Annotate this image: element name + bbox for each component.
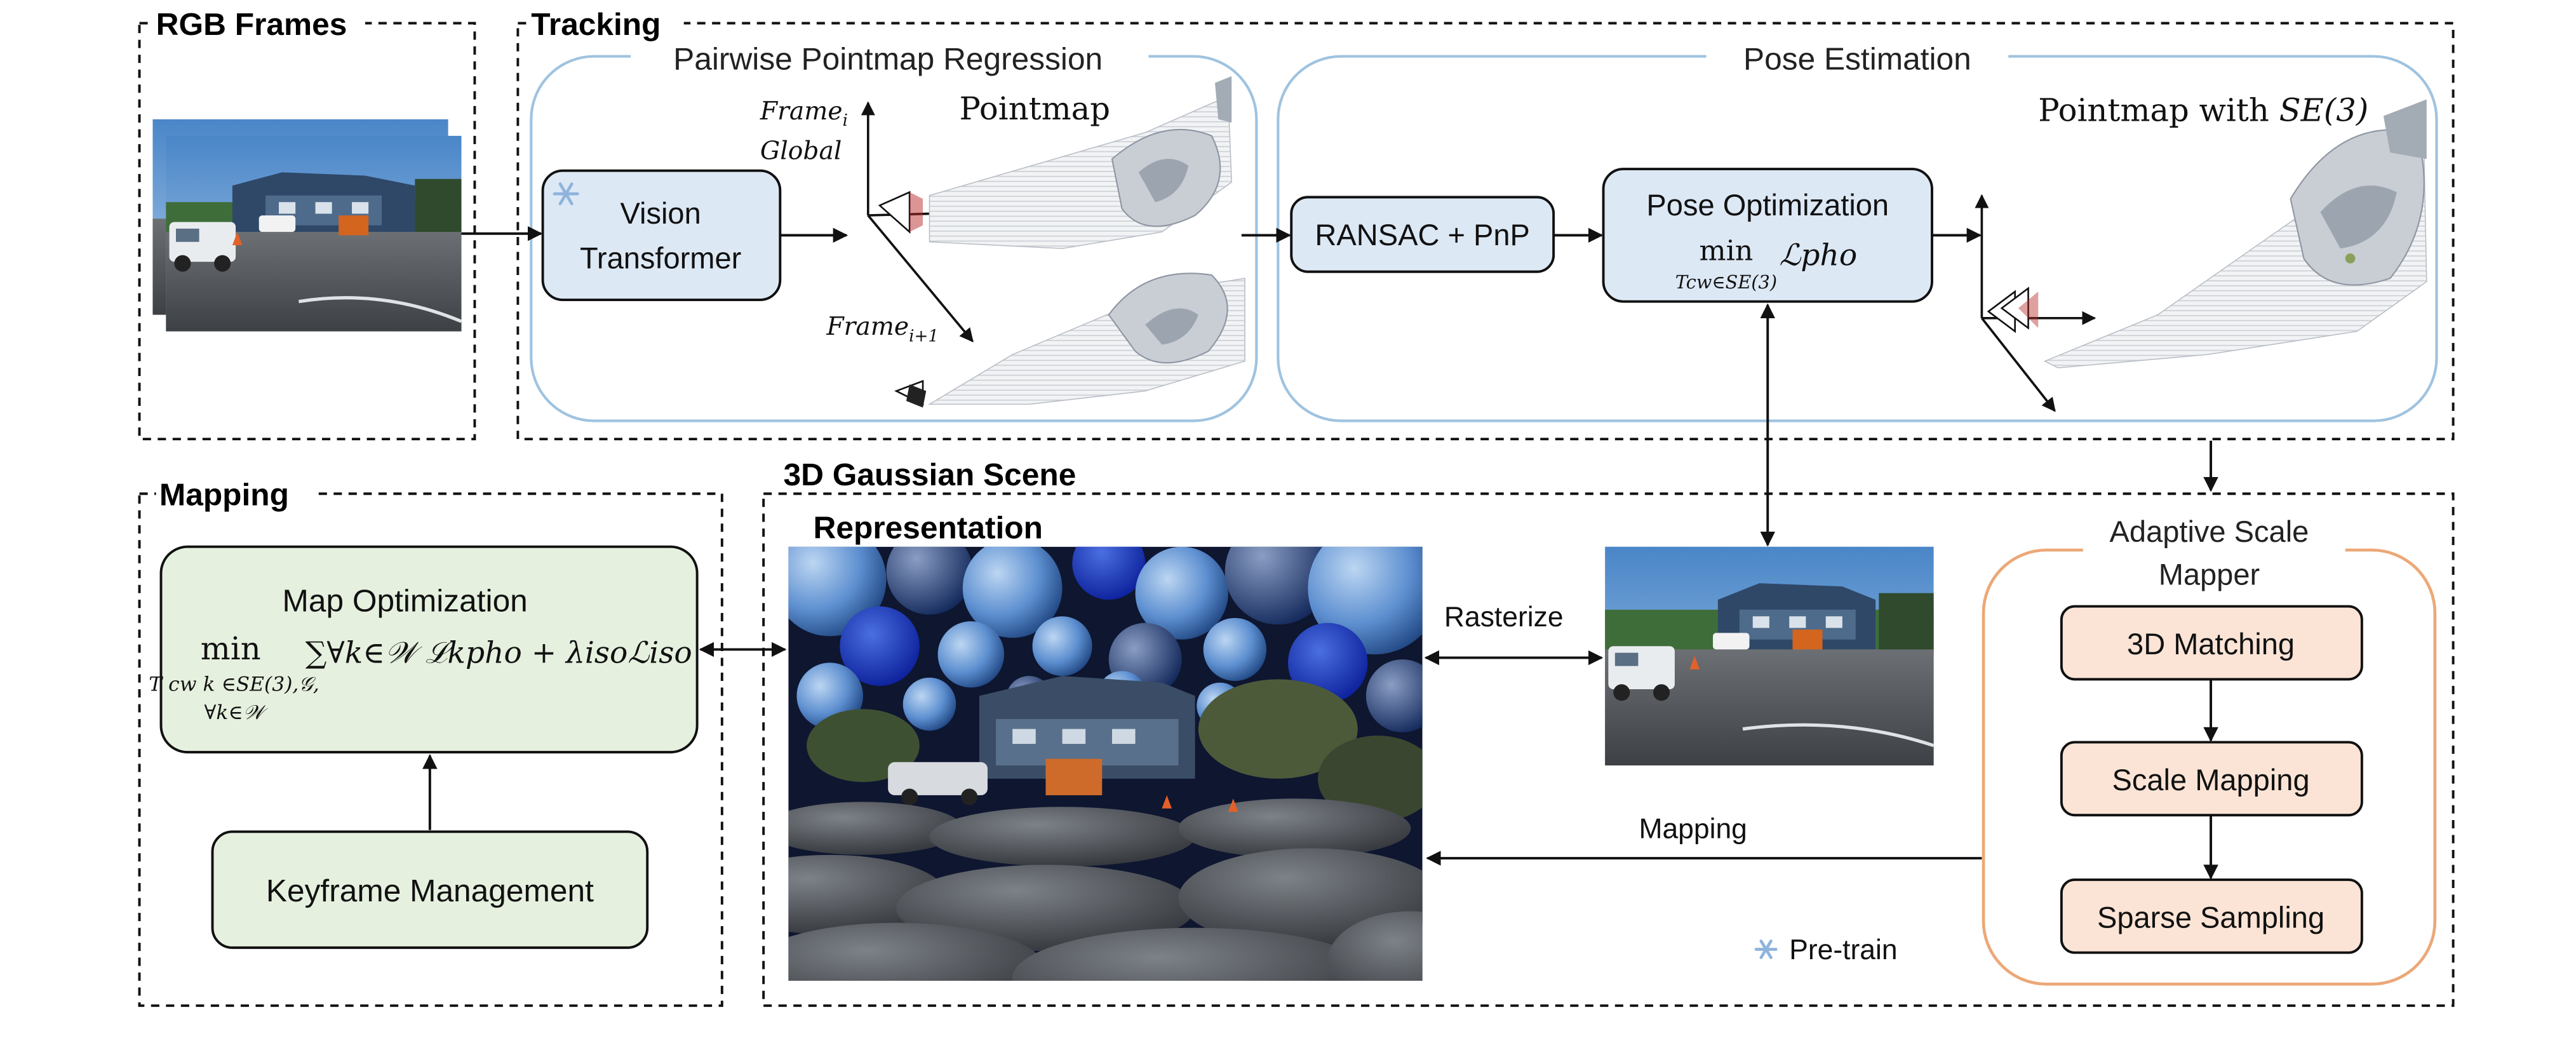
pairwise-title: Pairwise Pointmap Regression [673, 41, 1103, 77]
mapping-arrow-label: Mapping [1639, 814, 1747, 845]
pointmap-se3-image [2043, 99, 2427, 368]
map-optimization-box: Map Optimization min T cw k ∈SE(3),𝒢, ∀k… [149, 545, 699, 754]
rgb-frames-images [152, 119, 462, 332]
svg-text:Transformer: Transformer [580, 241, 741, 275]
svg-text:min: min [201, 630, 261, 667]
pretrain-legend: Pre-train [1754, 934, 1898, 966]
gaussian-scene-image [788, 546, 1423, 981]
tracking-panel: Tracking [516, 4, 2455, 441]
rgb-frame-image [166, 135, 462, 332]
svg-text:Pose Optimization: Pose Optimization [1646, 188, 1889, 222]
svg-text:Pre-train: Pre-train [1789, 934, 1897, 966]
pointmap-frame-i-image [929, 76, 1232, 250]
pose-optimization-box: Pose Optimization min Tcw∈SE(3) ℒpho [1602, 168, 1933, 303]
svg-text:Scale Mapping: Scale Mapping [2112, 763, 2309, 797]
svg-text:Keyframe Management: Keyframe Management [266, 873, 594, 908]
svg-text:∑∀k∈𝒲 ℒkpho + λisoℒiso: ∑∀k∈𝒲 ℒkpho + λisoℒiso [305, 635, 692, 670]
pointmap-se3-label: Pointmap with SE(3) [2038, 91, 2368, 128]
mapping-panel: Mapping [138, 475, 723, 1007]
connector-arrows [422, 226, 2218, 880]
global-label: Global [760, 137, 842, 165]
pose-estimation-title: Pose Estimation [1743, 41, 1971, 77]
gaussian-scene-panel: 3D Gaussian Scene Representation [762, 455, 2455, 1007]
svg-text:ℒpho: ℒpho [1780, 238, 1858, 273]
frame-i-label: Framei [760, 97, 848, 130]
rgb-frames-panel: RGB Frames [138, 4, 476, 441]
adaptive-scale-mapper-title-2: Mapper [2159, 558, 2260, 591]
rasterize-label: Rasterize [1444, 602, 1564, 633]
mapping-title: Mapping [159, 477, 289, 513]
svg-text:T cw k ∈SE(3),𝒢,: T cw k ∈SE(3),𝒢, [149, 673, 319, 696]
rendered-view-image [1605, 546, 1935, 765]
keyframe-management-box: Keyframe Management [211, 830, 649, 949]
sparse-sampling-box: Sparse Sampling [2060, 878, 2363, 954]
pointmap-se3-axes [1975, 194, 2096, 412]
gaussian-title-line1: 3D Gaussian Scene [784, 457, 1077, 492]
frame-i1-label: Framei+1 [826, 313, 939, 346]
rgb-frames-title: RGB Frames [156, 6, 347, 42]
svg-text:Map Optimization: Map Optimization [283, 582, 528, 618]
svg-text:Tcw∈SE(3): Tcw∈SE(3) [1675, 271, 1777, 293]
scale-mapping-box: Scale Mapping [2060, 741, 2363, 817]
svg-text:min: min [1699, 235, 1753, 267]
svg-text:Sparse Sampling: Sparse Sampling [2097, 901, 2324, 934]
snowflake-icon [553, 182, 579, 206]
ransac-pnp-box: RANSAC + PnP [1290, 196, 1555, 273]
svg-text:∀k∈𝒲: ∀k∈𝒲 [205, 701, 269, 724]
svg-text:Vision: Vision [621, 196, 701, 230]
pointmap-label: Pointmap [960, 90, 1111, 127]
vision-transformer-box: Vision Transformer [541, 169, 782, 302]
adaptive-scale-mapper-title-1: Adaptive Scale [2110, 515, 2309, 548]
tracking-title: Tracking [531, 6, 661, 42]
snowflake-icon [1754, 939, 1778, 959]
pointmap-frame-i1-image [894, 273, 1245, 408]
3d-matching-box: 3D Matching [2060, 605, 2363, 681]
gaussian-title-line2: Representation [814, 510, 1043, 546]
svg-text:3D Matching: 3D Matching [2127, 627, 2295, 661]
svg-text:RANSAC + PnP: RANSAC + PnP [1315, 218, 1530, 252]
